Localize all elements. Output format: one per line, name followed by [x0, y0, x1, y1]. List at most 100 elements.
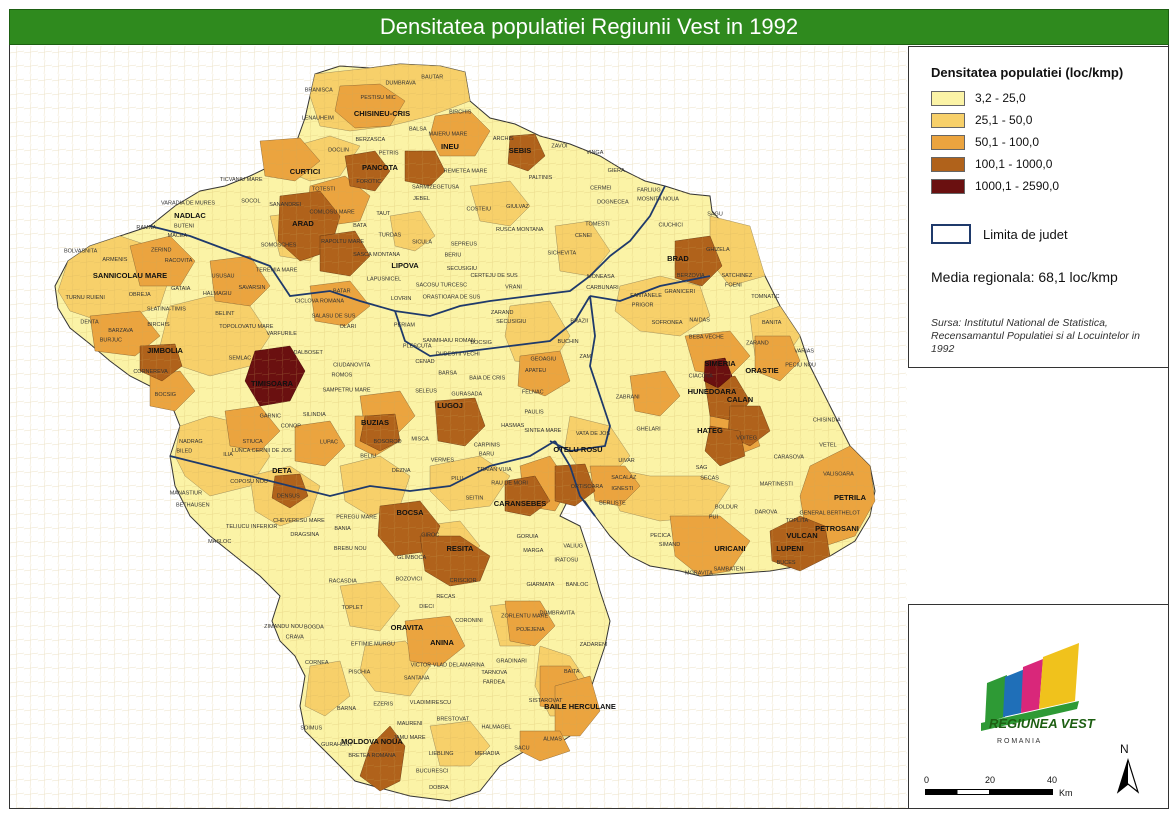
commune-label: BRESTOVAT: [437, 716, 470, 722]
scale-unit: Km: [1059, 788, 1073, 798]
legend-label: 3,2 - 25,0: [975, 91, 1026, 105]
commune-label: CORNEA: [305, 660, 329, 666]
commune-label: SOCOL: [241, 198, 260, 204]
commune-label: CHEVERESU MARE: [273, 518, 325, 524]
commune-label: ZERIND: [151, 248, 172, 254]
commune-label: CONOP: [281, 424, 302, 430]
commune-label: BALSA: [409, 126, 427, 132]
town-label: SANNICOLAU MARE: [93, 271, 167, 280]
commune-label: PISCHIA: [348, 670, 370, 676]
commune-label: BARSA: [438, 371, 457, 377]
commune-label: VARFURILE: [266, 331, 297, 337]
region-map: CHISINEU-CRISCURTICIPANCOTAINEUSEBISNADL…: [10, 46, 907, 808]
commune-label: ZARAND: [491, 310, 514, 316]
commune-label: GLIMBOCA: [397, 555, 426, 561]
commune-label: SAG: [696, 465, 708, 471]
commune-label: PAULIS: [525, 410, 544, 416]
commune-label: ALMAS: [543, 737, 562, 743]
commune-label: CORNEREVA: [133, 369, 168, 375]
commune-label: JEBEL: [413, 196, 430, 202]
town-label: INEU: [441, 142, 459, 151]
commune-label: GIROC: [421, 532, 439, 538]
commune-label: DOBRA: [429, 785, 449, 791]
commune-label: SAGU: [707, 212, 723, 218]
commune-label: PALTINIS: [529, 175, 553, 181]
legend-item-3: 50,1 - 100,0: [931, 133, 1039, 151]
commune-label: SALASU DE SUS: [312, 314, 356, 320]
commune-label: DOCLIN: [328, 147, 349, 153]
town-label: LUGOJ: [437, 401, 463, 410]
commune-label: MORAVITA: [685, 571, 713, 577]
legend-county-limit: Limita de judet: [931, 224, 1068, 244]
commune-label: BETHAUSEN: [176, 503, 210, 509]
commune-label: SEMLAC: [229, 355, 252, 361]
town-label: VULCAN: [786, 531, 817, 540]
scale-tick-20: 20: [985, 775, 996, 785]
commune-label: SANTANA: [404, 676, 430, 682]
commune-label: PECIU NOU: [785, 363, 816, 369]
commune-label: CIUDANOVITA: [333, 363, 371, 369]
town-label: ORAVITA: [391, 623, 424, 632]
commune-label: BUCURESCI: [416, 768, 449, 774]
commune-label: SOMOSCHES: [261, 242, 297, 248]
commune-label: ZAM: [580, 354, 592, 360]
county-limit-swatch: [931, 224, 971, 244]
commune-label: SICHEVITA: [548, 251, 577, 257]
commune-label: GURAHONT: [321, 742, 353, 748]
commune-label: BELIU: [360, 454, 376, 460]
commune-label: SOIMUS: [300, 726, 322, 732]
commune-label: FANTANELE: [630, 293, 662, 299]
commune-label: DUMBRAVITA: [540, 611, 576, 617]
commune-label: BUTENI: [174, 224, 195, 230]
commune-label: SACOSU TURCESC: [416, 282, 467, 288]
commune-label: SARMIZEGETUSA: [412, 185, 459, 191]
map-title: Densitatea populatiei Regiunii Vest in 1…: [9, 9, 1169, 45]
commune-label: NAIDAS: [689, 318, 710, 324]
commune-label: PLESCUTA: [403, 344, 432, 350]
commune-label: TRAIAN VUIA: [477, 467, 512, 473]
commune-label: PUI: [709, 514, 719, 520]
commune-label: VALISOARA: [823, 472, 854, 478]
town-label: NADLAC: [174, 211, 206, 220]
commune-label: GATAIA: [171, 286, 191, 292]
town-label: DETA: [272, 466, 292, 475]
commune-label: OLARI: [340, 324, 357, 330]
town-label: HATEG: [697, 426, 723, 435]
town-label: PETRILA: [834, 493, 867, 502]
commune-label: TEREMIA MARE: [256, 267, 298, 273]
commune-label: BUCES: [777, 560, 796, 566]
commune-label: DRAGSINA: [290, 532, 319, 538]
commune-label: BAIA DE CRIS: [469, 376, 505, 382]
scale-bar: [925, 789, 1053, 795]
commune-label: SECAS: [700, 476, 719, 482]
commune-label: BERZASCA: [355, 137, 385, 143]
legend-label: 100,1 - 1000,0: [975, 157, 1053, 171]
commune-label: BAITA: [564, 669, 580, 675]
commune-label: TARNOVA: [481, 670, 507, 676]
commune-label: SECUSIGIU: [496, 319, 526, 325]
commune-label: IRATOSU: [554, 558, 578, 564]
town-label: OTELU ROSU: [553, 445, 602, 454]
commune-label: BILED: [176, 449, 192, 455]
commune-label: EZERIS: [373, 702, 393, 708]
commune-label: MANASTIUR: [170, 491, 202, 497]
regional-average: Media regionala: 68,1 loc/kmp: [931, 269, 1118, 285]
legend-swatch: [931, 156, 965, 172]
commune-label: BOGDA: [304, 625, 324, 631]
commune-label: SAMBATENI: [714, 567, 746, 573]
legend-title: Densitatea populatiei (loc/kmp): [931, 65, 1124, 80]
commune-label: CICLOVA ROMANA: [295, 299, 344, 305]
commune-label: SEITIN: [466, 495, 484, 501]
commune-label: BATA: [353, 223, 367, 229]
legend-swatch: [931, 112, 965, 128]
commune-label: NADRAG: [179, 439, 203, 445]
commune-label: VLADIMIRESCU: [410, 700, 451, 706]
commune-label: PILU: [451, 476, 463, 482]
commune-label: ZORLENTU MARE: [501, 613, 548, 619]
commune-label: CIACOVA: [689, 373, 714, 379]
commune-label: PECICA: [650, 533, 671, 539]
town-label: SIMERIA: [704, 359, 736, 368]
commune-label: JAMU MARE: [393, 735, 426, 741]
commune-label: BOLDUR: [715, 505, 738, 511]
commune-label: BANLOC: [566, 582, 589, 588]
